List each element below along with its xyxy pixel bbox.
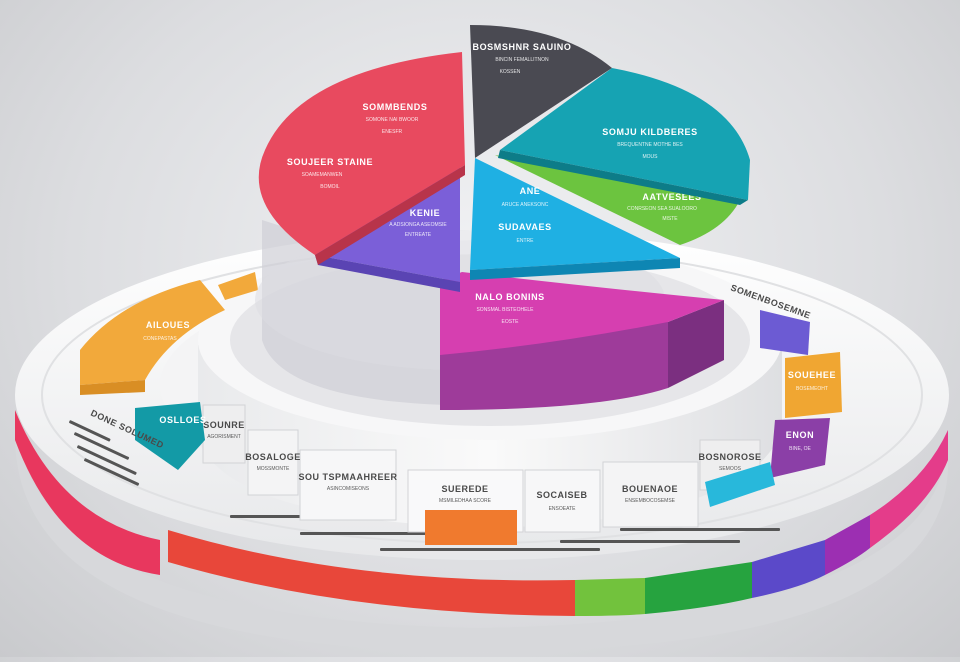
- magenta-slice-sub2: EOSTE: [502, 319, 520, 325]
- blue-slice-title: SUDAVAES: [498, 222, 551, 232]
- panel-6-sub: ENSEMBOCOSEMSE: [625, 498, 676, 504]
- amber-block: [785, 352, 842, 418]
- orange-block: [80, 280, 225, 385]
- panel-3-title: SOU TSPMAAHREER: [298, 472, 397, 482]
- red-slice: [258, 52, 465, 255]
- base-stripe-violet: [825, 515, 870, 575]
- green-slice-title: AATVESEES: [642, 192, 701, 202]
- green-slice-sub2: MISTE: [662, 216, 678, 222]
- teal-slice-sub1: BREQUENTNE MOTHE BES: [617, 142, 683, 148]
- panel-3: [299, 449, 397, 521]
- teal-block: [135, 402, 205, 470]
- amber-block-sub: BOSEMEOHT: [796, 386, 828, 392]
- panel-5: [524, 469, 601, 533]
- base-stripe-lime: [575, 578, 645, 616]
- indigo-tab: [760, 310, 810, 355]
- red-inner-title: SOUJEER STAINE: [287, 157, 373, 167]
- orange-block-title: AILOUES: [146, 320, 190, 330]
- purple-slice-sub1: A ADSIONGA ASEOMSIE: [389, 222, 447, 228]
- red-slice-sub2: ENESFR: [382, 129, 403, 135]
- dark-slice-sub2: KOSSEN: [500, 69, 521, 75]
- magenta-slice-sub1: SONSMAL BISTEOHELE: [476, 307, 534, 313]
- panel-1: [202, 404, 246, 464]
- dark-slice-title: BOSMSHNR SAUINO: [472, 42, 571, 52]
- teal-slice: [500, 68, 750, 200]
- orange-tab: [218, 272, 258, 300]
- green-slice: [495, 155, 740, 245]
- dark-slice-sub1: BINCIN FEMALLITNON: [495, 57, 549, 63]
- panel-1-title: SOUNRE: [203, 420, 245, 430]
- panel-5-sub: ENSOEATE: [549, 506, 577, 512]
- base-stripe-red: [168, 530, 575, 616]
- red-inner-sub2: BOMOIL: [320, 184, 340, 190]
- teal-block-title: OSLLOES: [159, 415, 206, 425]
- panel-6: [602, 461, 699, 528]
- red-slice-title: SOMMBENDS: [363, 102, 428, 112]
- panel-4-title: SUEREDE: [441, 484, 488, 494]
- magenta-slice-title: NALO BONINS: [475, 292, 545, 302]
- blue-slice: [470, 158, 680, 270]
- pie-chart: NALO BONINS SONSMAL BISTEOHELE EOSTE KEN…: [258, 25, 750, 410]
- teal-slice-sub2: MOUS: [643, 154, 659, 160]
- ring-blocks: AILOUES CONEPASTAS OSLLOES SOUEHEE BOSEM…: [80, 272, 842, 545]
- base-stripe-left: [15, 410, 160, 575]
- purple-slice-sub2: ENTREATE: [405, 232, 432, 238]
- panel-6-title: BOUENAOE: [622, 484, 678, 494]
- blue-slice-extra: ANE: [520, 186, 541, 196]
- panel-3-sub: ASINCOMISEONS: [327, 486, 370, 492]
- blue-slice-sub2: ENTRE: [517, 238, 535, 244]
- orange-bottom-block: [425, 510, 517, 545]
- orange-block-sub: CONEPASTAS: [143, 336, 177, 342]
- green-slice-sub1: CONRSEON SEA SUALOORO: [627, 206, 697, 212]
- base-stripe-pink: [870, 430, 948, 548]
- panel-2-title: BOSALOGE: [245, 452, 301, 462]
- red-inner-sub1: SOAMEMANWEN: [302, 172, 343, 178]
- violet-block-title: ENON: [786, 430, 814, 440]
- violet-block: [770, 418, 830, 478]
- panel-7-sub: SEMOOS: [719, 466, 742, 472]
- dark-slice: [470, 25, 612, 158]
- purple-slice-title: KENIE: [410, 208, 441, 218]
- amber-block-title: SOUEHEE: [788, 370, 836, 380]
- panel-2: [247, 429, 299, 496]
- magenta-slice: [440, 272, 724, 355]
- base-stripe-indigo: [752, 540, 825, 598]
- violet-block-sub: BINE, OE: [789, 446, 811, 452]
- panel-5-title: SOCAISEB: [536, 490, 587, 500]
- panel-7-title: BOSNOROSE: [698, 452, 761, 462]
- blue-slice-sub1: ARUCE ANEKSONC: [502, 202, 549, 208]
- panel-1-sub: AGORISMENT: [207, 434, 241, 440]
- panel-4-sub: MSMILEDHAA SCORE: [439, 498, 492, 504]
- red-slice-sub1: SOMONE NAI BWOOR: [366, 117, 419, 123]
- panel-2-sub: MOSSMONTE: [257, 466, 290, 472]
- teal-slice-title: SOMJU KILDBERES: [602, 127, 698, 137]
- base-stripe-green: [645, 562, 752, 614]
- cyan-block: [705, 462, 775, 507]
